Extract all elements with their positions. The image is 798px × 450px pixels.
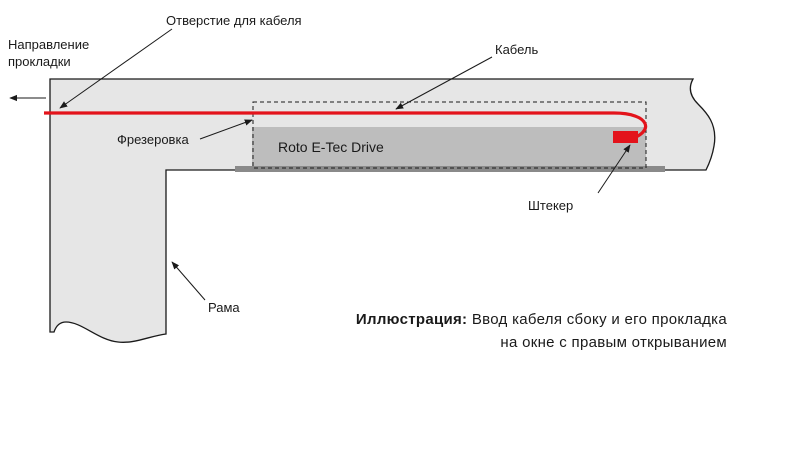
caption-line2: на окне с правым открыванием	[500, 334, 727, 351]
drive-label: Roto E-Tec Drive	[278, 139, 384, 155]
plug	[613, 131, 638, 143]
frame-profile	[49, 78, 716, 343]
caption-text-line1: Ввод кабеля сбоку и его прокладка	[467, 311, 727, 328]
frame-label: Рама	[208, 300, 240, 315]
plug-label: Штекер	[528, 198, 573, 213]
milling-pocket	[252, 101, 647, 169]
cable-hole-pointer	[59, 28, 173, 109]
caption-title: Иллюстрация:	[356, 311, 467, 328]
cable-pointer	[395, 56, 493, 110]
cable-label: Кабель	[495, 42, 538, 57]
milling-pointer	[199, 119, 253, 140]
drive-body	[252, 127, 646, 167]
plug-pointer	[597, 144, 631, 194]
direction-label-line1: Направление	[8, 37, 89, 52]
milling-label: Фрезеровка	[117, 132, 189, 147]
direction-label-line2: прокладки	[8, 54, 71, 69]
drive-base-bar	[235, 166, 665, 172]
caption-line1: Иллюстрация: Ввод кабеля сбоку и его про…	[356, 311, 727, 328]
cable-hole-label: Отверстие для кабеля	[166, 13, 302, 28]
frame-pointer	[171, 261, 206, 301]
